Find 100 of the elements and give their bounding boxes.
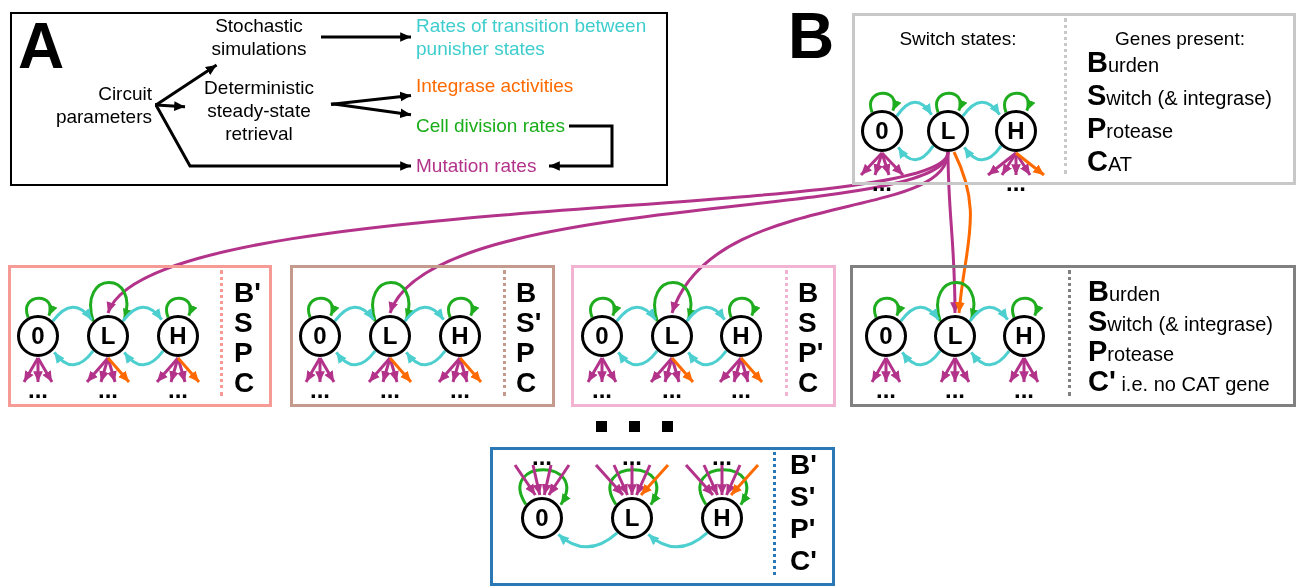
arrow [600, 357, 618, 383]
arrow [901, 349, 942, 367]
ellipsis-text: ... [78, 384, 138, 396]
arrow [154, 63, 218, 107]
arrow [451, 357, 462, 383]
arrow [880, 151, 905, 177]
gene-label: C' [790, 545, 817, 577]
arrow [935, 91, 967, 113]
flow-text: Deterministic steady-state retrieval [190, 76, 328, 146]
state-panel [8, 265, 272, 407]
state-circle: 0 [521, 497, 563, 539]
state-circle: H [720, 315, 762, 357]
arrow [635, 464, 652, 496]
flow-text: Circuit parameters [54, 82, 152, 130]
arrow [725, 464, 742, 496]
arrow [154, 101, 186, 111]
ellipsis-text: ... [290, 384, 350, 396]
arrow [307, 296, 339, 318]
gene-label: B' [790, 449, 817, 481]
arrow [403, 305, 445, 323]
arrow [557, 531, 619, 549]
arrow [1000, 152, 1018, 176]
arrow [405, 349, 447, 367]
state-circle: H [157, 315, 199, 357]
arrow [873, 152, 884, 176]
ellipsis-text: ... [981, 177, 1051, 189]
state-circle: 0 [299, 315, 341, 357]
arrow [321, 32, 411, 42]
arrow [176, 357, 201, 383]
arrow [615, 305, 657, 323]
panel-frame [10, 12, 668, 186]
arrow [936, 281, 979, 322]
arrow [531, 464, 543, 496]
arrow [702, 464, 719, 496]
gene-label: C [798, 368, 819, 398]
arrow [51, 305, 93, 323]
flow-text: Cell division rates [416, 114, 566, 138]
state-circle: H [995, 110, 1037, 152]
gene-label: P' [790, 513, 816, 545]
gene-label: B' [234, 278, 261, 308]
arrow [718, 357, 743, 383]
arrow [53, 349, 95, 367]
arrow [25, 296, 57, 318]
arrow [367, 357, 392, 383]
arrow [330, 102, 412, 119]
arrow [458, 357, 469, 383]
arrow [968, 305, 1009, 323]
state-panel [571, 265, 836, 407]
arrow [869, 91, 901, 113]
arrow [612, 464, 629, 496]
arrow [899, 305, 940, 323]
state-circle: 0 [861, 110, 903, 152]
arrow [1015, 151, 1045, 177]
arrow [653, 281, 696, 322]
flow-text: Rates of transition between punisher states [416, 14, 654, 60]
state-panel [490, 447, 835, 586]
arrow [728, 296, 760, 318]
arrow [335, 349, 377, 367]
arrow [729, 464, 760, 496]
ellipsis-text: ... [925, 384, 985, 396]
arrow [970, 349, 1011, 367]
arrow [881, 358, 891, 382]
gene-label: Switch (& integrase) [1088, 306, 1273, 339]
ellipsis-text: ... [847, 177, 917, 189]
arrow [594, 464, 625, 496]
arrow [670, 357, 681, 383]
ellipsis-text: ... [148, 384, 208, 396]
arrow [670, 151, 950, 314]
state-circle: H [1003, 315, 1045, 357]
ellipsis-text: ... [430, 384, 490, 396]
arrow [169, 357, 180, 383]
arrow [36, 357, 54, 383]
arrow [381, 357, 392, 383]
arrow [880, 152, 891, 176]
arrow [315, 358, 325, 382]
arrow [154, 103, 411, 171]
arrow [22, 357, 40, 383]
arrow [698, 468, 750, 506]
arrow [597, 358, 607, 382]
arrow [617, 349, 659, 367]
state-circle: H [439, 315, 481, 357]
arrow [687, 349, 728, 367]
arrow [649, 357, 674, 383]
arrow [717, 465, 727, 495]
arrow [953, 357, 971, 383]
gene-label: S' [516, 308, 542, 338]
arrow [739, 357, 750, 383]
arrow [388, 357, 413, 383]
panel-letter: B [788, 4, 835, 68]
arrow [1008, 357, 1026, 383]
arrow [318, 357, 336, 383]
state-circle: L [369, 315, 411, 357]
state-circle: L [87, 315, 129, 357]
arrow [608, 468, 660, 506]
state-circle: H [701, 497, 743, 539]
gene-label: P [516, 338, 535, 368]
arrow [549, 124, 614, 171]
gene-label: C [516, 368, 537, 398]
arrow [670, 357, 695, 383]
arrow [155, 357, 180, 383]
